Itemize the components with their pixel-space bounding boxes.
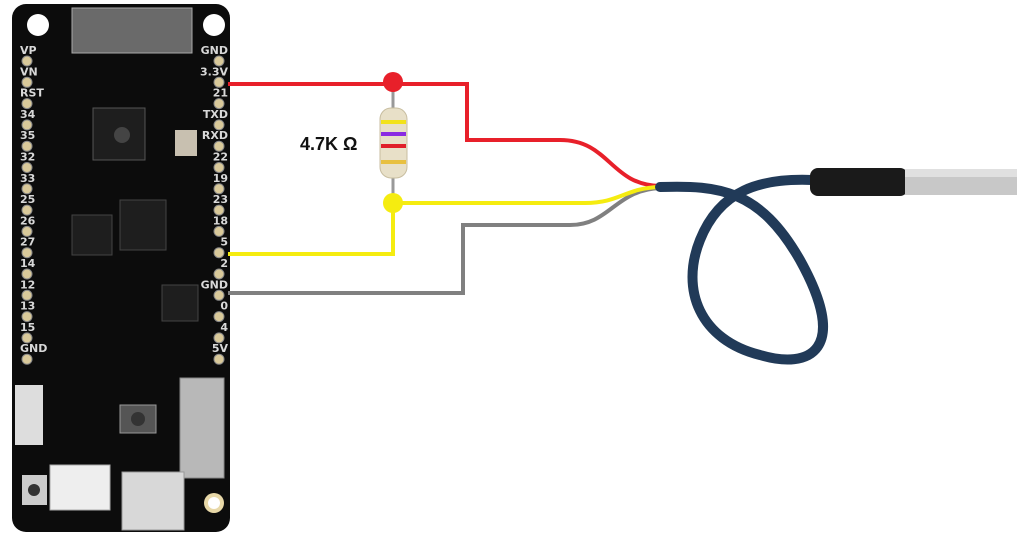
resistor-band — [381, 120, 406, 124]
left-pin-label: 32 — [20, 151, 35, 164]
pin-hole — [213, 268, 225, 280]
right-pin-label: 22 — [213, 151, 228, 164]
pin-hole — [21, 353, 33, 365]
resistor: 4.7K Ω — [300, 72, 408, 213]
pin-hole — [21, 204, 33, 216]
right-pin-label: GND — [201, 278, 228, 291]
right-pin-label: 2 — [220, 257, 228, 270]
left-pin-label: 12 — [20, 278, 35, 291]
right-pin-label: 21 — [213, 87, 228, 100]
left-pin-label: 25 — [20, 193, 35, 206]
pin-hole — [213, 119, 225, 131]
pin-hole — [213, 162, 225, 173]
right-pin-label: 4 — [220, 321, 228, 334]
pin-hole — [21, 225, 33, 237]
pin-hole — [21, 55, 33, 67]
wires — [228, 82, 661, 295]
left-pin-label: RST — [20, 87, 44, 100]
antenna-module — [71, 7, 193, 54]
pin-hole — [213, 225, 225, 237]
left-pin-label: 35 — [20, 129, 35, 142]
left-pin-label: 14 — [20, 257, 36, 270]
pin-hole — [213, 140, 225, 152]
right-pin-label: 19 — [213, 172, 228, 185]
data-wire — [228, 185, 661, 256]
right-pin-label: TXD — [203, 108, 228, 121]
flash-chip — [119, 199, 167, 251]
left-pin-label: VN — [20, 65, 38, 78]
pin-hole — [213, 332, 225, 344]
pin-hole — [213, 183, 225, 195]
left-pin-label: 27 — [20, 236, 35, 249]
pin-hole — [21, 162, 33, 173]
left-pin-label: 34 — [20, 108, 36, 121]
pin-hole — [213, 204, 225, 216]
left-pin-label: VP — [20, 44, 37, 57]
left-pin-label: 33 — [20, 172, 35, 185]
pin-hole — [21, 289, 33, 301]
left-pin-label: 13 — [20, 300, 35, 313]
sensor-cable — [655, 174, 828, 365]
left-pin-label: GND — [20, 342, 47, 355]
pin-hole — [21, 119, 33, 131]
ds18b20-probe — [655, 168, 1017, 365]
right-pin-label: GND — [201, 44, 228, 57]
right-pin-label: 0 — [220, 300, 228, 313]
right-pin-label: 5V — [212, 342, 229, 355]
pin-hole — [213, 311, 225, 323]
battery-connector — [49, 464, 111, 511]
left-pin-label: 15 — [20, 321, 35, 334]
power-switch[interactable] — [15, 385, 43, 445]
pin-hole — [21, 183, 33, 195]
pin-hole — [21, 311, 33, 323]
usb-port[interactable] — [121, 471, 185, 531]
pin-hole — [21, 268, 33, 280]
pin-hole — [21, 247, 33, 259]
right-pin-label: 23 — [213, 193, 228, 206]
right-pin-label: 3.3V — [200, 65, 228, 78]
pin-hole — [21, 140, 33, 152]
vcc-wire — [228, 82, 661, 188]
pin-hole — [21, 76, 33, 88]
pin-hole — [213, 98, 225, 110]
pin-hole — [213, 353, 225, 365]
pin-hole — [213, 55, 225, 67]
left-pin-label: 26 — [20, 214, 36, 227]
probe-sleeve — [810, 168, 908, 196]
data-junction — [383, 193, 403, 213]
right-pin-label: 18 — [213, 214, 228, 227]
pin-hole — [213, 247, 225, 259]
resistor-band — [381, 144, 406, 148]
resistor-label: 4.7K Ω — [300, 134, 357, 154]
sd-card-slot — [179, 377, 225, 479]
resistor-band — [381, 160, 406, 164]
right-pin-label: 5 — [220, 236, 228, 249]
right-pin-label: RXD — [202, 129, 228, 142]
pin-hole — [213, 289, 225, 301]
vcc-junction — [383, 72, 403, 92]
pin-hole — [21, 98, 33, 110]
pin-hole — [21, 332, 33, 344]
pin-hole — [213, 76, 225, 88]
resistor-band — [381, 132, 406, 136]
